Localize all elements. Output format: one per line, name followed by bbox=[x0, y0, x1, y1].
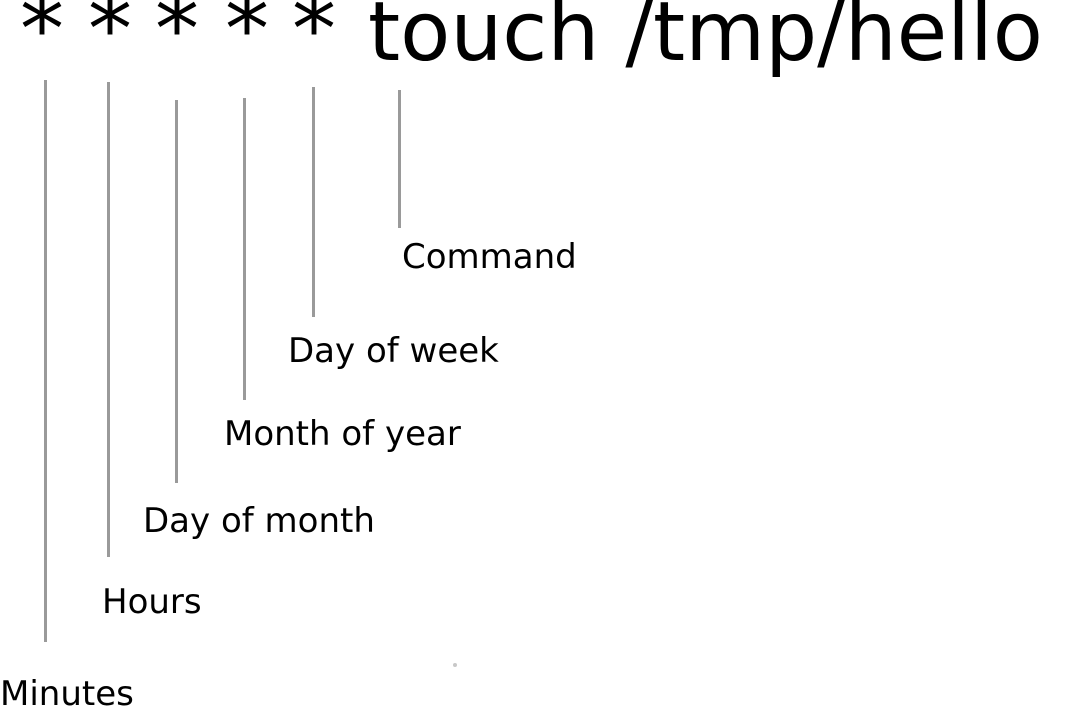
day-of-month-connector bbox=[175, 100, 178, 483]
day-of-week-label: Day of week bbox=[288, 331, 499, 371]
month-of-year-field: * bbox=[225, 0, 269, 81]
day-of-month-field: * bbox=[155, 0, 199, 81]
month-of-year-label: Month of year bbox=[224, 414, 461, 454]
minutes-connector bbox=[44, 80, 47, 642]
hours-connector bbox=[107, 82, 110, 557]
command-label: Command bbox=[402, 237, 577, 277]
month-of-year-connector bbox=[243, 98, 246, 400]
hours-label: Hours bbox=[102, 582, 202, 622]
minutes-field: * bbox=[20, 0, 64, 81]
day-of-month-label: Day of month bbox=[143, 501, 375, 541]
day-of-week-field: * bbox=[292, 0, 336, 81]
command-text: touch /tmp/hello bbox=[368, 0, 1043, 80]
stray-dot bbox=[453, 663, 457, 667]
command-connector bbox=[398, 90, 401, 228]
hours-field: * bbox=[88, 0, 132, 81]
day-of-week-connector bbox=[312, 87, 315, 317]
minutes-label: Minutes bbox=[0, 674, 134, 714]
